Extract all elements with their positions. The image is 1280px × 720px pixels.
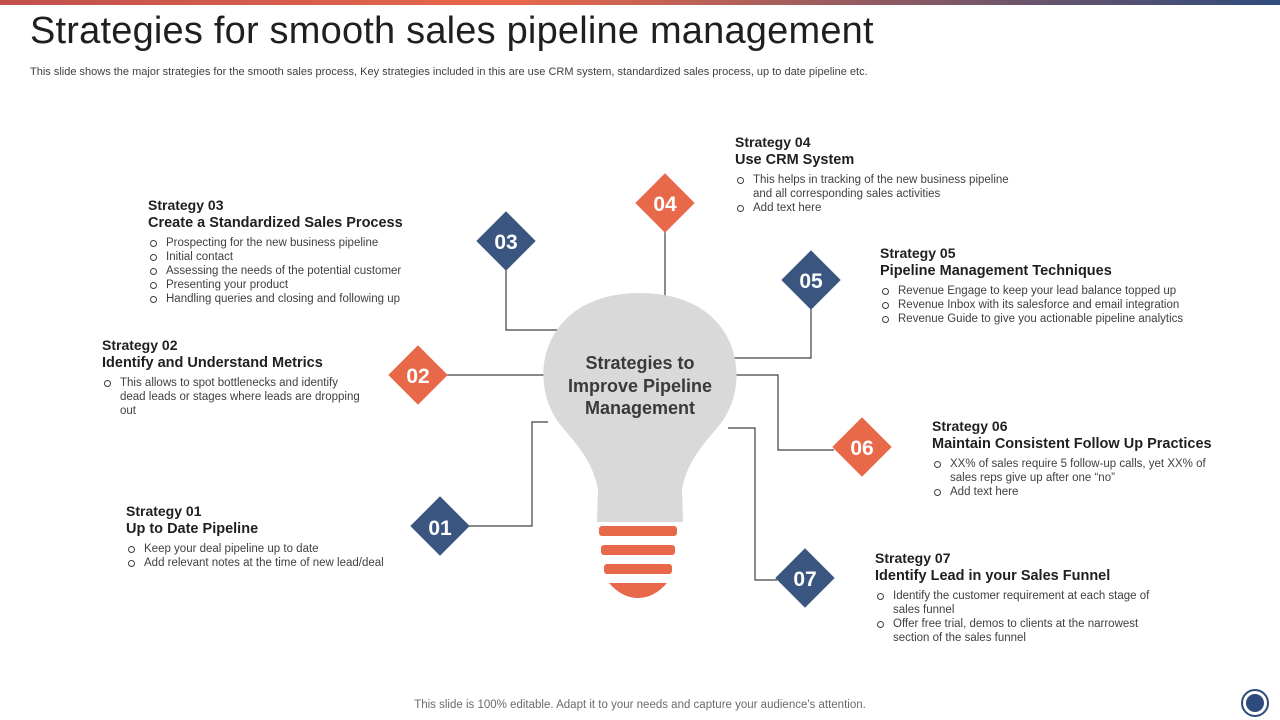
bullet-item: Keep your deal pipeline up to date bbox=[126, 542, 416, 556]
strategy-label: Strategy 04 bbox=[735, 134, 811, 150]
connector-05 bbox=[725, 308, 812, 359]
bullet-item: Assessing the needs of the potential cus… bbox=[148, 264, 438, 278]
diamond-06 bbox=[832, 417, 892, 477]
bullet-item: Presenting your product bbox=[148, 278, 438, 292]
diamond-02 bbox=[388, 345, 448, 405]
strategy-heading: Identify and Understand Metrics bbox=[102, 355, 323, 371]
bullet-item: Offer free trial, demos to clients at th… bbox=[875, 617, 1160, 645]
diamond-number-07: 07 bbox=[793, 568, 816, 591]
strategy-heading: Pipeline Management Techniques bbox=[880, 263, 1112, 279]
slide-subtitle: This slide shows the major strategies fo… bbox=[30, 66, 868, 78]
strategy-block-02: Strategy 02 Identify and Understand Metr… bbox=[102, 336, 362, 418]
top-accent-bar bbox=[0, 0, 1280, 5]
strategy-heading: Up to Date Pipeline bbox=[126, 521, 259, 537]
bullet-item: Revenue Inbox with its salesforce and em… bbox=[880, 298, 1220, 312]
center-title-line-1: Strategies to bbox=[585, 353, 695, 373]
strategy-marker-03: 03 bbox=[476, 211, 536, 271]
diamond-number-06: 06 bbox=[850, 437, 873, 460]
strategy-label: Strategy 01 bbox=[126, 503, 202, 519]
strategy-block-06: Strategy 06 Maintain Consistent Follow U… bbox=[932, 417, 1212, 499]
bulb-base-band-2 bbox=[601, 545, 675, 555]
center-title-line-2: Improve Pipeline bbox=[567, 375, 713, 396]
strategy-bullets: Revenue Engage to keep your lead balance… bbox=[880, 284, 1220, 326]
bullet-item: This helps in tracking of the new busine… bbox=[735, 173, 1015, 201]
slide-footer: This slide is 100% editable. Adapt it to… bbox=[414, 699, 866, 711]
diamond-07 bbox=[775, 548, 835, 608]
connector-01 bbox=[469, 421, 548, 527]
strategy-bullets: Keep your deal pipeline up to date Add r… bbox=[126, 542, 416, 570]
strategy-block-05: Strategy 05 Pipeline Management Techniqu… bbox=[880, 244, 1220, 326]
strategy-bullets: Identify the customer requirement at eac… bbox=[875, 589, 1160, 645]
strategy-heading: Use CRM System bbox=[735, 152, 855, 168]
strategy-heading: Identify Lead in your Sales Funnel bbox=[875, 568, 1111, 584]
strategy-label: Strategy 06 bbox=[932, 418, 1008, 434]
slide-title: Strategies for smooth sales pipeline man… bbox=[30, 10, 874, 52]
bullet-item: Add text here bbox=[735, 201, 1015, 215]
bulb-base-band-3 bbox=[604, 564, 672, 574]
bullet-item: Prospecting for the new business pipelin… bbox=[148, 236, 438, 250]
strategy-block-01: Strategy 01 Up to Date Pipeline Keep you… bbox=[126, 502, 416, 570]
strategy-marker-04: 04 bbox=[635, 173, 695, 233]
connector-lines bbox=[446, 232, 834, 581]
strategy-label: Strategy 07 bbox=[875, 550, 951, 566]
bulb-base-band-1 bbox=[599, 526, 677, 536]
strategy-bullets: This allows to spot bottlenecks and iden… bbox=[102, 376, 362, 418]
bullet-item: Handling queries and closing and followi… bbox=[148, 292, 438, 306]
diamond-05 bbox=[781, 250, 841, 310]
diamond-number-04: 04 bbox=[653, 193, 677, 216]
connector-06 bbox=[733, 374, 834, 451]
strategy-block-04: Strategy 04 Use CRM System This helps in… bbox=[735, 133, 1015, 215]
strategy-marker-01: 01 bbox=[410, 496, 470, 556]
diamond-03 bbox=[476, 211, 536, 271]
logo-inner bbox=[1246, 694, 1264, 712]
strategy-label: Strategy 02 bbox=[102, 337, 178, 353]
strategy-heading: Maintain Consistent Follow Up Practices bbox=[932, 436, 1212, 452]
strategy-label: Strategy 05 bbox=[880, 245, 956, 261]
strategy-heading: Create a Standardized Sales Process bbox=[148, 215, 403, 231]
bullet-item: XX% of sales require 5 follow-up calls, … bbox=[932, 457, 1212, 485]
bullet-item: This allows to spot bottlenecks and iden… bbox=[102, 376, 362, 418]
strategy-block-03: Strategy 03 Create a Standardized Sales … bbox=[148, 196, 438, 306]
bullet-item: Initial contact bbox=[148, 250, 438, 264]
strategy-marker-05: 05 bbox=[781, 250, 841, 310]
bulb-glass bbox=[543, 293, 737, 522]
strategy-block-07: Strategy 07 Identify Lead in your Sales … bbox=[875, 549, 1160, 645]
strategy-bullets: Prospecting for the new business pipelin… bbox=[148, 236, 438, 306]
lightbulb bbox=[543, 293, 737, 598]
diamond-number-03: 03 bbox=[494, 231, 517, 254]
diamond-01 bbox=[410, 496, 470, 556]
center-title: Strategies to Improve Pipeline Managemen… bbox=[550, 352, 730, 420]
bullet-item: Add text here bbox=[932, 485, 1212, 499]
strategy-bullets: XX% of sales require 5 follow-up calls, … bbox=[932, 457, 1212, 499]
strategy-marker-02: 02 bbox=[388, 345, 448, 405]
bulb-tip bbox=[609, 583, 667, 598]
bullet-item: Revenue Guide to give you actionable pip… bbox=[880, 312, 1220, 326]
strategy-marker-06: 06 bbox=[832, 417, 892, 477]
strategy-label: Strategy 03 bbox=[148, 197, 224, 213]
diamond-number-01: 01 bbox=[428, 517, 452, 540]
bullet-item: Revenue Engage to keep your lead balance… bbox=[880, 284, 1220, 298]
bullet-item: Add relevant notes at the time of new le… bbox=[126, 556, 416, 570]
strategy-bullets: This helps in tracking of the new busine… bbox=[735, 173, 1015, 215]
connector-07 bbox=[728, 427, 777, 581]
diamond-number-02: 02 bbox=[406, 365, 429, 388]
diamond-04 bbox=[635, 173, 695, 233]
connector-03 bbox=[505, 270, 566, 331]
center-title-line-3: Management bbox=[584, 398, 696, 418]
strategy-markers: 01 02 03 04 05 06 07 bbox=[388, 173, 892, 608]
bullet-item: Identify the customer requirement at eac… bbox=[875, 589, 1160, 617]
strategy-marker-07: 07 bbox=[775, 548, 835, 608]
logo-icon bbox=[1241, 689, 1269, 717]
diamond-number-05: 05 bbox=[799, 270, 823, 293]
